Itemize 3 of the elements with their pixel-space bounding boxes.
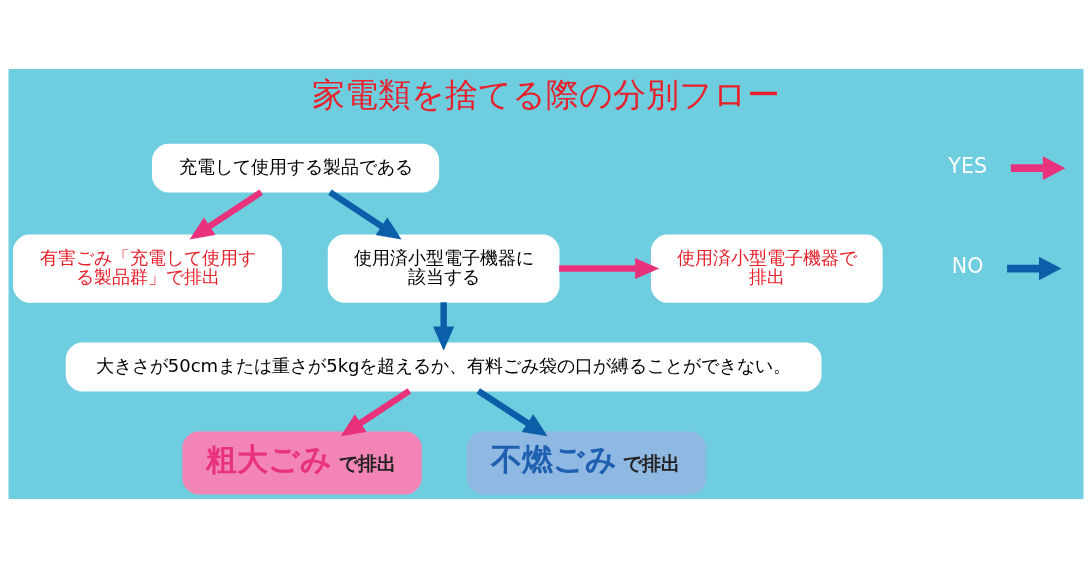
legend-label: YES (948, 154, 987, 179)
legend-label: NO (951, 254, 984, 279)
diagram-title: 家電類を捨てる際の分別フロー (312, 75, 780, 115)
